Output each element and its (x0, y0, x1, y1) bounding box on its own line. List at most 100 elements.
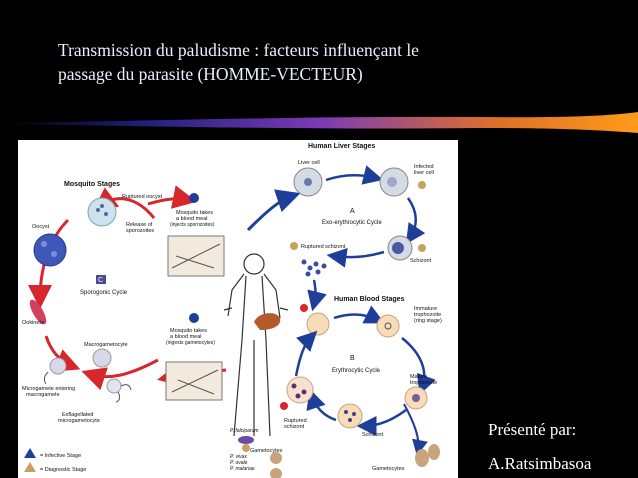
mosquito-stages-header: Mosquito Stages (64, 181, 120, 188)
erythrocytic-cycle-arrow (356, 408, 407, 436)
p-vivax-label: P. vivax (230, 454, 247, 460)
sporogonic-cycle-arrow (44, 335, 81, 372)
exo-cycle-arrow (325, 165, 384, 185)
exflagellated-label-1: Exflagellated (62, 412, 94, 418)
slide-title: Transmission du paludisme : facteurs inf… (58, 38, 528, 86)
exo-cycle-label: Exo-erythrocytic Cycle (322, 220, 382, 226)
liver-cell-label: Liver cell (298, 160, 320, 166)
gametocytes-label: Gametocytes (372, 466, 405, 472)
p-ovale-label: P. ovale (230, 460, 248, 466)
blood-meal-8-label-b: a blood meal (170, 334, 202, 340)
stage-6-badge (280, 402, 288, 410)
legend: = Infective Stage = Diagnostic Stage (24, 448, 86, 473)
ruptured-oocyst-cell (87, 197, 117, 227)
diagnostic-stage-icon (24, 462, 36, 472)
blood-meal-ingest-box (165, 361, 223, 401)
presented-by-label: Présenté par: (488, 420, 577, 439)
immature-label-1: Immature (414, 306, 437, 312)
ookinete-cell (29, 299, 47, 325)
release-sporozoites-label-2: sporozoites (126, 228, 154, 234)
liver-organ (254, 313, 281, 330)
exflagellated-cell (106, 378, 132, 403)
schizont-blood-label: Schizont (362, 432, 384, 438)
stage-3-badge (418, 244, 426, 252)
sporogonic-cycle-arrow (81, 358, 159, 391)
gametocyte-arrow (403, 403, 428, 456)
human-silhouette (223, 253, 289, 437)
p-malariae-label: P. malariae (230, 466, 255, 472)
erythrocytic-cycle-arrow (306, 388, 337, 422)
cycle-b-letter: B (350, 355, 355, 362)
macrogametocyte-cell (92, 348, 112, 368)
sporogonic-cycle-label: Sporogonic Cycle (80, 290, 128, 296)
microgamete-cell (43, 357, 67, 385)
ruptured-schizont-blood (286, 376, 314, 404)
gametocyte-cells-left (238, 436, 282, 478)
blood-meal-1-label-b: a blood meal (176, 216, 208, 222)
immature-trophozoite-cell (376, 314, 400, 338)
infected-liver-label-1: Infected (414, 164, 434, 170)
p-falciparum-label: P. falciparum (230, 428, 259, 434)
erythrocytic-cycle-arrow (294, 330, 318, 377)
legend-infective-label: = Infective Stage (40, 453, 81, 459)
blood-meal-inject-box (167, 235, 225, 277)
macrogametocyte-label: Macrogametocyte (84, 342, 128, 348)
human-liver-stages-header: Human Liver Stages (308, 143, 375, 150)
mature-label-1: Mature (410, 374, 427, 380)
blood-meal-1-label-a: Mosquito takes (176, 210, 213, 216)
infected-liver-cell (379, 167, 409, 197)
stage-7-badge (242, 444, 250, 452)
exo-cycle-arrow (405, 197, 426, 245)
ruptured-oocyst-label: Ruptured oocyst (122, 194, 163, 200)
stage-1-badge (189, 193, 199, 203)
immature-label-3: (ring stage) (414, 318, 442, 324)
transmission-arrow (147, 185, 197, 209)
exo-cycle-arrow (307, 279, 327, 312)
schizont-liver-cell (387, 235, 413, 261)
malaria-life-cycle-diagram: Mosquito Stages Human Liver Stages Human… (18, 140, 458, 478)
microgamete-label-2: macrogamete (26, 392, 60, 398)
infective-stage-icon (24, 448, 36, 458)
cycle-a-letter: A (350, 208, 355, 215)
stage-4-badge (290, 242, 298, 250)
gametocytes-left-label: Gametocytes (250, 448, 283, 454)
stage-5-badge (300, 304, 308, 312)
cycle-c-letter: C (98, 277, 103, 284)
infected-liver-label-2: liver cell (414, 170, 434, 176)
blood-meal-8-label-c: (ingests gametocytes) (166, 340, 215, 346)
cycle-c-badge-bg (96, 275, 106, 284)
ruptured-schizont-blood-label-1: Ruptured (284, 418, 307, 424)
immature-label-2: trophozoite (414, 312, 441, 318)
exflagellated-label-2: microgametocyte (58, 418, 100, 424)
microgamete-label-1: Microgamete entering (22, 386, 75, 392)
blood-meal-1-label-c: (injects sporozoites) (170, 222, 215, 228)
gametocyte-cells-right (415, 444, 440, 467)
liver-cell (293, 167, 323, 197)
human-blood-stages-header: Human Blood Stages (334, 296, 405, 303)
ruptured-schizont-label: Ruptured schizont (301, 244, 346, 250)
legend-diagnostic-label: = Diagnostic Stage (40, 467, 86, 473)
transmission-arrow (246, 189, 301, 232)
schizont-label: Schizont (410, 258, 432, 264)
author-name: A.Ratsimbasoa (488, 454, 592, 473)
mature-trophozoite-cell (404, 386, 428, 410)
ookinete-label: Ookinete (22, 320, 44, 326)
exo-cycle-arrow (326, 247, 385, 268)
erythrocytic-cycle-label: Erythrocytic Cycle (332, 368, 381, 374)
decorative-gradient-bar (0, 112, 638, 133)
slide-title-line-1: Transmission du paludisme : facteurs inf… (58, 40, 419, 60)
erythrocytic-cycle-arrow (401, 337, 436, 396)
stage-2-badge (418, 181, 426, 189)
release-sporozoites-label-1: Release of (126, 222, 153, 228)
ruptured-schizont-blood-label-2: schizont (284, 424, 305, 430)
stage-8-badge (189, 313, 199, 323)
oocyst-cell (33, 233, 67, 267)
blood-meal-8-label-a: Mosquito takes (170, 328, 207, 334)
oocyst-label: Oocyst (32, 224, 50, 230)
ruptured-schizont-liver (301, 259, 327, 277)
mature-label-2: trophozoite (410, 380, 437, 386)
slide-title-line-2: passage du parasite (HOMME-VECTEUR) (58, 64, 363, 84)
erythrocytic-cycle-arrow (333, 305, 385, 324)
schizont-blood-cell (337, 403, 363, 429)
rbc-merozoite (306, 312, 330, 336)
